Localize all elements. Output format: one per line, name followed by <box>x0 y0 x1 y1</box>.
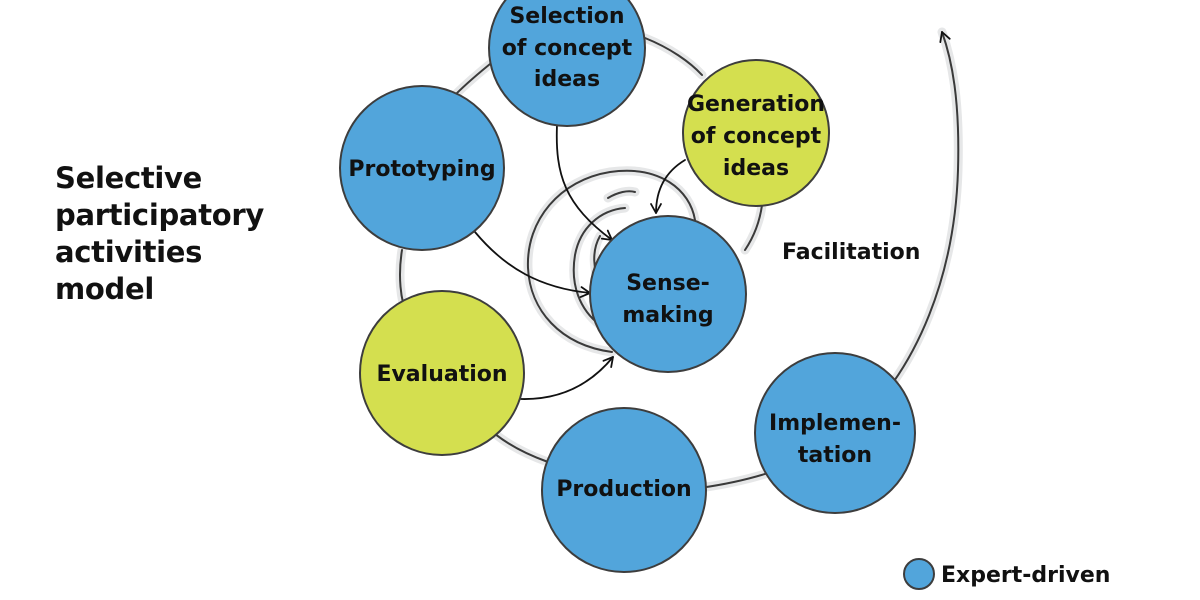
spiral-line-inner <box>526 169 696 353</box>
node-circle-generation <box>682 59 830 207</box>
node-label-selection: of concept <box>502 36 633 61</box>
legend-label-expert-driven: Expert-driven <box>941 563 1110 588</box>
node-evaluation: Evaluation <box>359 290 525 456</box>
node-label-evaluation: Evaluation <box>376 362 507 387</box>
node-label-sensemaking: making <box>622 303 713 328</box>
arrow-selection-to-sensemaking <box>555 124 613 241</box>
node-label-selection: ideas <box>534 67 600 92</box>
node-sensemaking: Sense-making <box>589 215 747 373</box>
spiral-line-loop1 <box>399 37 763 463</box>
node-label-implementation: Implemen- <box>769 411 901 436</box>
node-implementation: Implemen-tation <box>754 352 916 514</box>
node-label-generation: ideas <box>723 156 789 181</box>
title-line: activities <box>55 235 203 269</box>
node-production: Production <box>541 407 707 573</box>
arrows-to-sensemaking <box>474 124 686 400</box>
legend: Expert-driven <box>903 558 1110 590</box>
arrow-evaluation-to-sensemaking <box>520 356 614 400</box>
node-circle-evaluation <box>359 290 525 456</box>
node-label-selection: Selection <box>509 4 624 29</box>
title-line: Selective <box>55 161 203 195</box>
node-label-sensemaking: Sense- <box>626 271 710 296</box>
title-line: model <box>55 272 155 306</box>
title-line: participatory <box>55 198 264 232</box>
arrow-generation-to-sensemaking <box>650 159 686 214</box>
diagram-title: Selective participatory activities model <box>55 160 264 308</box>
arrow-prototyping-to-sensemaking <box>474 231 591 298</box>
node-label-prototyping: Prototyping <box>348 157 495 182</box>
legend-swatch-expert-driven <box>903 558 935 590</box>
node-circle-implementation <box>754 352 916 514</box>
node-label-generation: of concept <box>691 124 822 149</box>
node-selection: Selection of concept ideas <box>488 0 646 127</box>
node-circle-selection <box>488 0 646 127</box>
node-circle-prototyping <box>339 85 505 251</box>
node-circle-production <box>541 407 707 573</box>
node-label-production: Production <box>556 477 691 502</box>
node-label-generation: Generation <box>687 92 825 117</box>
node-prototyping: Prototyping <box>339 85 505 251</box>
node-circle-sensemaking <box>589 215 747 373</box>
node-label-implementation: tation <box>798 443 872 468</box>
facilitation-label: Facilitation <box>782 240 920 265</box>
node-generation: Generation of concept ideas <box>682 59 830 207</box>
